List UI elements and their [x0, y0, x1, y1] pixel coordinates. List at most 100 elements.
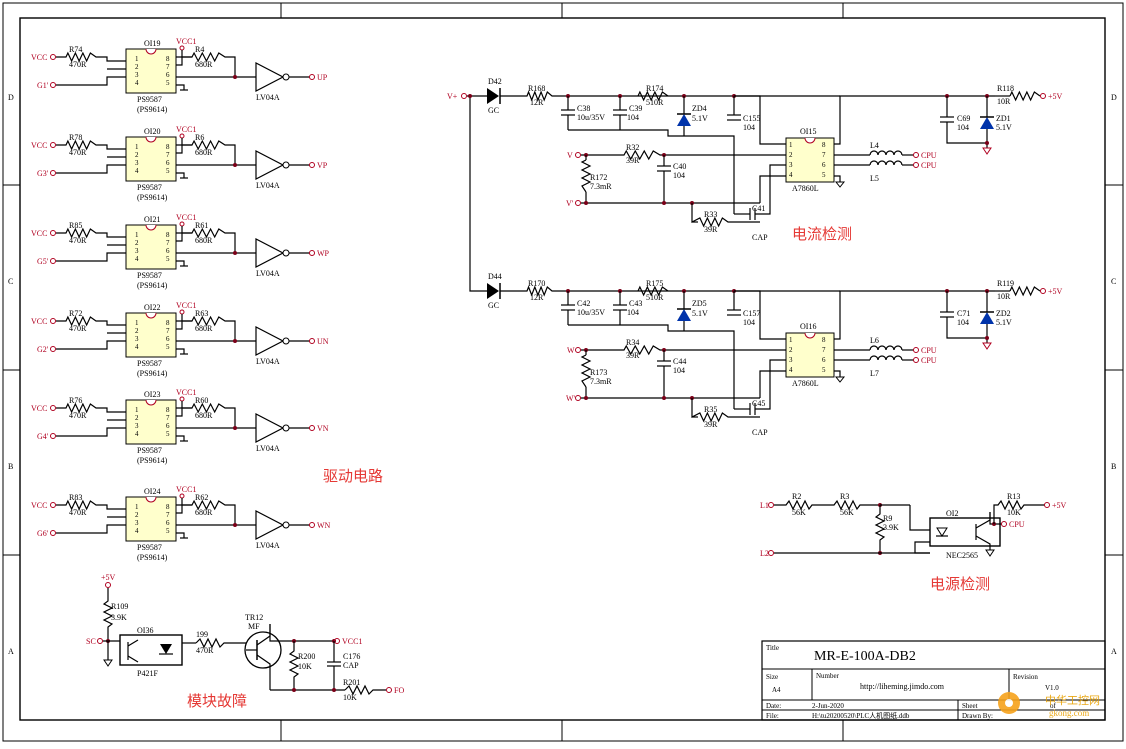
wire [176, 435, 185, 441]
inductor [869, 345, 903, 351]
ic-part: A7860L [792, 184, 819, 193]
terminal-cpu[interactable] [913, 347, 919, 353]
ic-ref: OI15 [800, 127, 816, 136]
terminal-5v[interactable] [1040, 288, 1046, 294]
terminal-sense2[interactable] [575, 395, 581, 401]
terminal-out[interactable] [309, 74, 315, 80]
terminal-vcc1[interactable] [179, 45, 185, 51]
row-letter-left: C [8, 277, 13, 286]
net-5v: +5V [1048, 287, 1063, 296]
terminal-out[interactable] [309, 250, 315, 256]
terminal-vcc1[interactable] [179, 221, 185, 227]
pin-number: 2 [789, 346, 793, 354]
buffer-part: LV04A [256, 181, 280, 190]
watermark: 中华工控网 gkong.com [998, 692, 1100, 718]
r-in-val: 470R [69, 324, 87, 333]
terminal-vcc1[interactable] [179, 133, 185, 139]
net-5v-fault: +5V [101, 573, 116, 582]
r-out-val: 680R [195, 148, 213, 157]
net-out: WP [317, 249, 330, 258]
ic-notch [804, 332, 816, 339]
pin-number: 5 [822, 171, 826, 179]
terminal-out[interactable] [309, 338, 315, 344]
r109-ref: R109 [111, 602, 128, 611]
terminal-gate-in[interactable] [50, 530, 56, 536]
ground-symbol [982, 342, 992, 350]
pin-number: 5 [822, 366, 826, 374]
wire [568, 324, 735, 409]
optocoupler-ic [125, 496, 177, 542]
wire [176, 532, 185, 538]
wire [176, 172, 185, 178]
ic-notch [145, 312, 157, 319]
ic-ref: OI22 [144, 303, 160, 312]
pin-number: 2 [135, 239, 139, 247]
pin-number: 3 [135, 335, 139, 343]
pin-number: 6 [166, 335, 170, 343]
terminal-cpu[interactable] [913, 357, 919, 363]
title-current-detect: 电流检测 [792, 225, 852, 243]
tb-size-label: Size [766, 673, 778, 681]
terminal-cpu[interactable] [913, 162, 919, 168]
r3-val: 39R [626, 351, 640, 360]
terminal-vcc[interactable] [50, 405, 56, 411]
terminal-vcc[interactable] [50, 502, 56, 508]
c176-ref: C176 [343, 652, 360, 661]
r-out-ref: R62 [195, 493, 208, 502]
terminal-vcc[interactable] [50, 142, 56, 148]
terminal-out[interactable] [309, 162, 315, 168]
terminal-out[interactable] [309, 522, 315, 528]
wire [581, 149, 786, 161]
net-out: UP [317, 73, 328, 82]
current-channel: D42GCR16812RC3810u/35VC39104R174510RZD45… [487, 77, 1063, 242]
zener-val: 5.1V [692, 309, 708, 318]
r3-ref: R3 [840, 492, 849, 501]
terminal-gate-in[interactable] [50, 82, 56, 88]
inverter-bubble [282, 73, 290, 81]
module-fault-circuit: +5V R109 3.9K SC OI36 P421F 199 470R TR1… [86, 573, 404, 702]
terminal-sense2[interactable] [575, 200, 581, 206]
terminal-out[interactable] [309, 425, 315, 431]
junction [985, 141, 989, 145]
terminal-vcc[interactable] [50, 318, 56, 324]
terminal-gate-in[interactable] [50, 433, 56, 439]
terminal-l2[interactable] [768, 550, 774, 556]
net-vcc1: VCC1 [176, 213, 196, 222]
wire [56, 427, 126, 437]
r201-val: 10K [343, 693, 357, 702]
r2-ref: R2 [792, 492, 801, 501]
net-fo: FO [394, 686, 404, 695]
r-out-val: 680R [195, 60, 213, 69]
cap-val: 104 [743, 123, 755, 132]
r2-val: 56K [792, 508, 806, 517]
pin-number: 5 [166, 255, 170, 263]
terminal-gate-in[interactable] [50, 346, 56, 352]
wire [56, 227, 126, 239]
r-in-val: 470R [69, 508, 87, 517]
cap-val: 104 [957, 318, 969, 327]
terminal-gate-in[interactable] [50, 258, 56, 264]
junction [233, 523, 237, 527]
tb-number-label: Number [816, 672, 840, 680]
terminal-vcc1[interactable] [179, 396, 185, 402]
terminal-cpu[interactable] [913, 152, 919, 158]
terminal-vplus[interactable] [461, 93, 467, 99]
terminal-vcc1[interactable] [179, 309, 185, 315]
net-cpu: CPU [921, 356, 937, 365]
terminal-vcc[interactable] [50, 230, 56, 236]
terminal-vcc[interactable] [50, 54, 56, 60]
terminal-sense[interactable] [575, 152, 581, 158]
wire [56, 76, 126, 86]
pin-number: 3 [789, 356, 793, 364]
terminal-vcc1[interactable] [179, 493, 185, 499]
resistor [580, 354, 592, 388]
zener-diode [677, 114, 691, 126]
current-detect-circuit: V+D42GCR16812RC3810u/35VC39104R174510RZD… [447, 77, 1063, 437]
terminal-5v[interactable] [1040, 93, 1046, 99]
tb-number: http://liheming.jimdo.com [860, 682, 945, 691]
ic-notch [145, 399, 157, 406]
terminal-sense[interactable] [575, 347, 581, 353]
terminal-l1[interactable] [768, 502, 774, 508]
rs-val: 7.3mR [590, 377, 612, 386]
terminal-gate-in[interactable] [50, 170, 56, 176]
